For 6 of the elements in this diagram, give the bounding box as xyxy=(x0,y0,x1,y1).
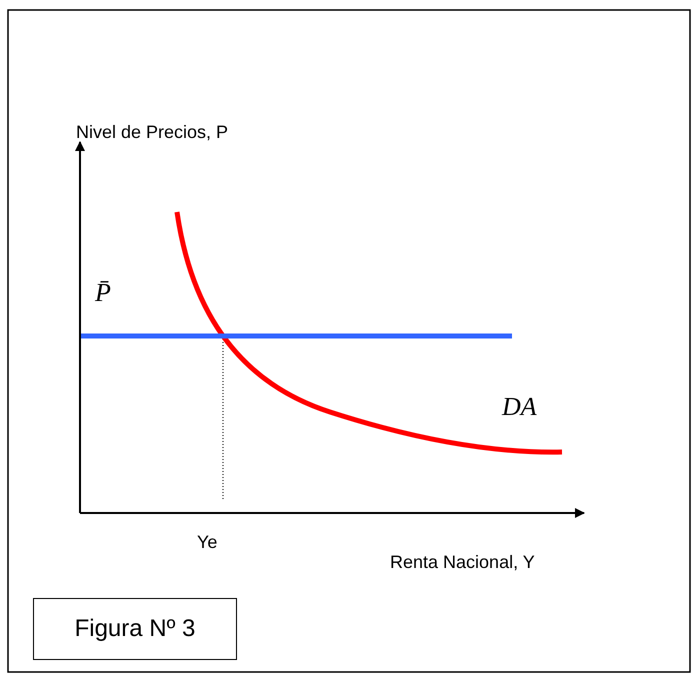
tick-label: Ye xyxy=(197,532,218,553)
axis-title: Nivel de Precios, P xyxy=(76,122,230,142)
axis-title: Renta Nacional, Y xyxy=(390,552,535,573)
curve-label: DA xyxy=(502,392,537,422)
curve-label: P̄ xyxy=(95,278,111,308)
figure-label: Figura Nº 3 xyxy=(33,598,237,660)
